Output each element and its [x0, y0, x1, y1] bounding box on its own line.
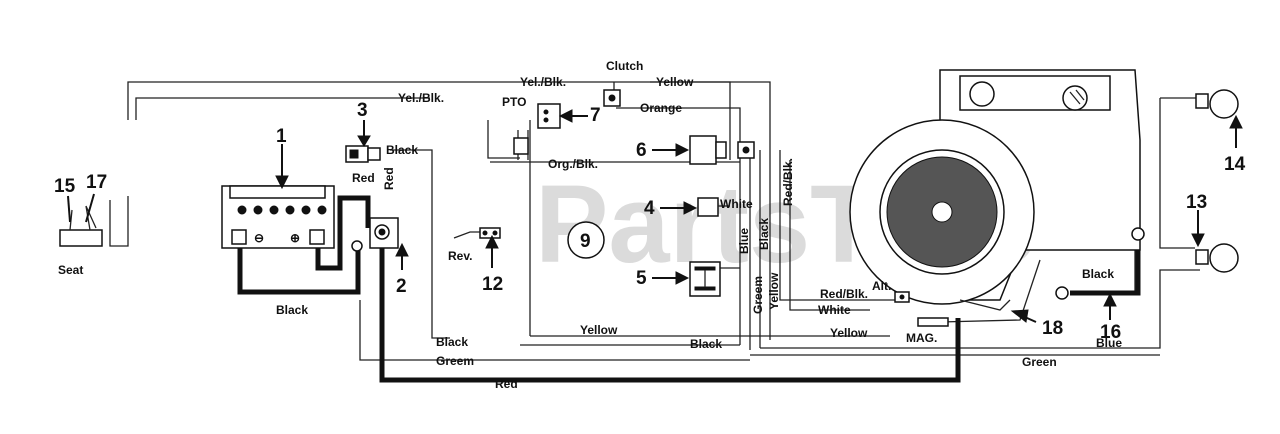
label-green-bottom: Green — [1022, 355, 1057, 369]
label-yellow-vertical: Yellow — [767, 272, 781, 310]
label-black-bottom-left: Black — [436, 335, 468, 349]
pto-switch — [513, 103, 561, 160]
alternator-connector — [894, 291, 910, 303]
ignition-switch — [689, 135, 755, 165]
callout-arrows — [67, 109, 1243, 323]
label-black-solenoid: Black — [386, 143, 418, 157]
ground-lug-16 — [1055, 227, 1145, 300]
callout-1: 1 — [276, 126, 287, 147]
callout-18: 18 — [1042, 318, 1063, 339]
callout-12: 12 — [482, 274, 503, 295]
callout-17: 17 — [86, 172, 107, 193]
label-mag: MAG. — [906, 331, 937, 345]
label-green-vertical: Greem — [751, 276, 765, 314]
light-13 — [1195, 243, 1239, 273]
label-pto: PTO — [502, 95, 526, 109]
label-black-bottom: Black — [690, 337, 722, 351]
svg-text:⊖: ⊖ — [254, 231, 264, 245]
label-orange: Orange — [640, 101, 682, 115]
callout-2: 2 — [396, 276, 407, 297]
wiring — [109, 81, 1200, 361]
label-yellow-top: Yellow — [656, 75, 694, 89]
label-blue-vertical: Blue — [737, 228, 751, 254]
label-white-switch: White — [720, 197, 753, 211]
callout-5: 5 — [636, 268, 647, 289]
callout-numbers: 1 2 3 4 5 6 7 9 12 13 14 15 16 17 18 — [54, 100, 1246, 343]
label-alt: Alt. — [872, 279, 891, 293]
module-5 — [689, 261, 721, 297]
label-black-right: Black — [1082, 267, 1114, 281]
callout-15: 15 — [54, 176, 76, 197]
connector-3 — [345, 145, 381, 163]
battery-cables — [237, 195, 1141, 383]
switch-4 — [697, 197, 730, 217]
label-red-vertical: Red — [382, 167, 396, 190]
callout-9: 9 — [580, 231, 591, 252]
label-white-alt: White — [818, 303, 851, 317]
callout-16: 16 — [1100, 322, 1121, 343]
wire-labels: Yel./Blk. Yel./Blk. Clutch Yellow PTO Or… — [58, 59, 1122, 391]
mag-terminal — [917, 317, 949, 327]
label-org-blk: Org./Blk. — [548, 157, 598, 171]
label-yel-blk-left: Yel./Blk. — [398, 91, 444, 105]
label-red-blk-vertical: Red/Blk. — [781, 158, 795, 206]
battery: ⊖ ⊕ — [221, 185, 335, 249]
label-rev: Rev. — [448, 249, 472, 263]
label-seat: Seat — [58, 263, 83, 277]
label-red-solenoid: Red — [352, 171, 375, 185]
label-yellow-bottom-mid: Yellow — [580, 323, 618, 337]
label-greem-bottom: Greem — [436, 354, 474, 368]
callout-14: 14 — [1224, 154, 1246, 175]
callout-13: 13 — [1186, 192, 1207, 213]
label-blue-bottom: Blue — [1096, 336, 1122, 350]
seat-switch — [59, 205, 103, 247]
fuse-9 — [567, 221, 605, 259]
label-clutch: Clutch — [606, 59, 643, 73]
callout-3: 3 — [357, 100, 368, 121]
engine — [849, 69, 1141, 311]
callout-4: 4 — [644, 198, 655, 219]
connector-12 — [479, 227, 501, 239]
callout-7: 7 — [590, 105, 601, 126]
label-red-bottom: Red — [495, 377, 518, 391]
svg-text:⊕: ⊕ — [290, 231, 300, 245]
label-black-battery: Black — [276, 303, 308, 317]
callout-6: 6 — [636, 140, 647, 161]
light-14 — [1195, 89, 1239, 119]
solenoid — [351, 217, 399, 252]
label-black-vertical: Black — [757, 218, 771, 250]
label-yellow-bottom-right: Yellow — [830, 326, 868, 340]
label-red-blk-alt: Red/Blk. — [820, 287, 868, 301]
clutch-connector — [603, 89, 621, 107]
label-yel-blk-top: Yel./Blk. — [520, 75, 566, 89]
